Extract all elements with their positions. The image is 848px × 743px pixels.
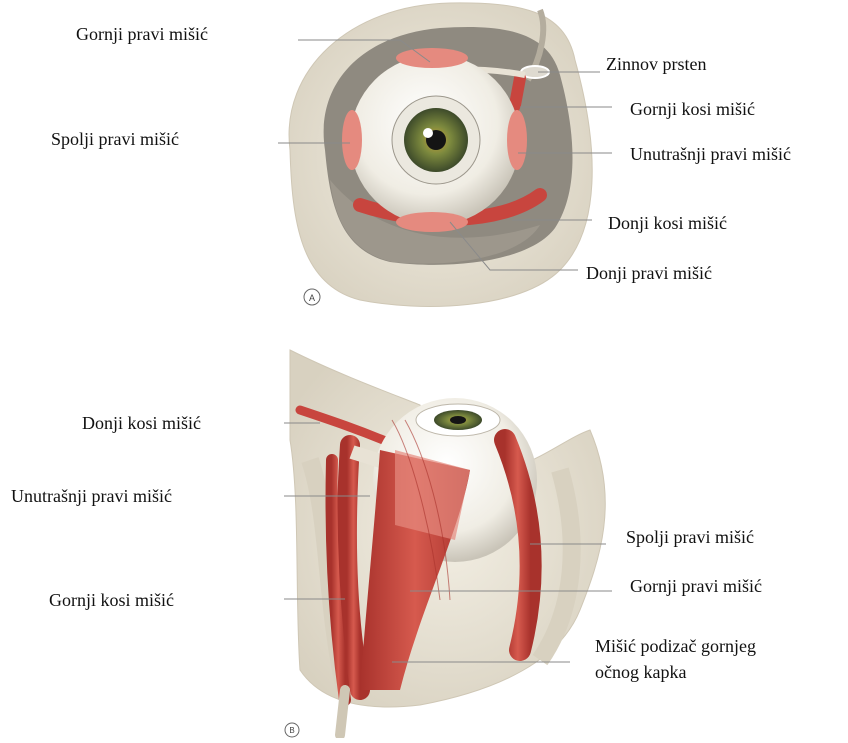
label-a-inferior-rectus: Donji pravi mišić (586, 261, 712, 285)
label-b-inferior-oblique: Donji kosi mišić (82, 411, 201, 435)
label-a-inferior-oblique: Donji kosi mišić (608, 211, 727, 235)
label-a-lateral-rectus: Spolji pravi mišić (51, 127, 179, 151)
panel-a-marker: A (304, 289, 320, 305)
label-b-levator-line2: očnog kapka (595, 660, 686, 684)
label-a-superior-rectus: Gornji pravi mišić (76, 22, 208, 46)
panel-b-marker: B (285, 723, 299, 737)
panel-a-marker-text: A (309, 293, 315, 303)
panel-a-illustration: A (289, 3, 592, 307)
label-a-superior-oblique: Gornji kosi mišić (630, 97, 755, 121)
label-b-superior-rectus: Gornji pravi mišić (630, 574, 762, 598)
panel-a-iris (404, 108, 468, 172)
label-a-annulus-of-zinn: Zinnov prsten (606, 52, 707, 76)
label-b-superior-oblique: Gornji kosi mišić (49, 588, 174, 612)
label-a-medial-rectus: Unutrašnji pravi mišić (630, 142, 791, 166)
label-b-levator-line1: Mišić podizač gornjeg (595, 634, 756, 658)
label-b-lateral-rectus: Spolji pravi mišić (626, 525, 754, 549)
panel-b-iris (434, 410, 482, 430)
panel-b-marker-text: B (289, 726, 294, 735)
label-b-medial-rectus: Unutrašnji pravi mišić (11, 484, 172, 508)
